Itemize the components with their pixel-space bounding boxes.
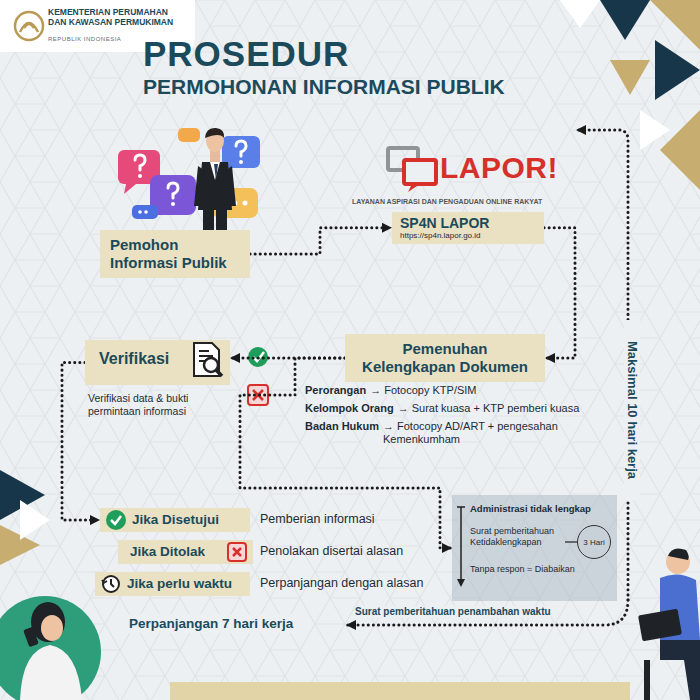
node-text: Pemenuhan Kelengkapan Dokumen [355,340,535,376]
outcome-box: Jika Ditolak [118,540,253,564]
document-requirement: → Fotocopy KTP/SIM [370,384,570,397]
node-text: Jika Ditolak [130,544,219,560]
document-category: Badan Hukum [305,420,379,433]
lapor-logo-bubbles [388,148,436,192]
node-text: SP4N LAPOR [400,215,536,231]
outcome-box: Jika Disetujui [100,508,250,532]
node-text: 3 Hari [583,538,604,547]
lapor-logo-text: LAPOR! [440,150,558,186]
node-text: Surat pemberitahuan Ketidaklengkapan [470,526,565,548]
question-bubbles [118,128,260,219]
document-category: Perorangan [305,384,366,397]
process-box: Pemohon Informasi Publik [100,230,250,278]
node-text: Administrasi tidak lengkap [470,503,609,514]
process-box: Pemenuhan Kelengkapan Dokumen [345,334,545,382]
node-text: Jika perlu waktu [127,576,242,592]
corner-triangles [0,0,700,565]
ministry-emblem [15,12,43,40]
notice-panel: Administrasi tidak lengkapSurat pemberit… [452,495,617,601]
node-icon [101,574,121,598]
lapor-tagline: LAYANAN ASPIRASI DAN PENGADUAN ONLINE RA… [352,198,542,206]
node-text: Pemohon Informasi Publik [110,236,240,272]
node-text: Perpanjangan 7 hari kerja [129,616,293,631]
bottom-band [170,682,630,700]
process-box: Verifikasi [85,340,230,385]
node-icon [106,510,126,534]
arrow-label: Surat pemberitahuan penambahan waktu [355,606,551,618]
dotted-connector [544,228,575,358]
deadline-circle: 3 Hari [577,525,611,559]
node-text: Verifikasi [99,349,180,368]
outcome-box: Jika perlu waktu [95,572,250,596]
node-text: Tanpa respon = Diabaikan [470,564,609,574]
phone-woman-figure [0,596,101,700]
dotted-connector [230,357,345,360]
process-box: SP4N LAPORhttps://sp4n.lapor.go.id [392,212,544,244]
node-text: https://sp4n.lapor.go.id [400,231,536,241]
document-category: Kelompok Orang [305,402,394,415]
extension-arrow [346,600,628,625]
ministry-name: KEMENTERIAN PERUMAHAN DAN KAWASAN PERMUK… [48,8,183,28]
node-text: Jika Disetujui [132,512,242,528]
verification-note: Verifikasi data & bukti permintaan infor… [88,392,228,417]
outcome-text: Perpanjangan dengan alasan [260,576,423,591]
laptop-person-figure [638,548,700,700]
dotted-connector [250,228,392,254]
document-requirement: → Fotocopy AD/ART + pengesahan Kemenkumh… [383,420,583,446]
node-icon [227,542,247,566]
page-subtitle: PERMOHONAN INFORMASI PUBLIK [143,74,505,99]
extension-text-box: Perpanjangan 7 hari kerja [125,614,297,633]
outcome-text: Penolakan disertai alasan [260,544,403,559]
applicant-figure [194,128,236,244]
outcome-text: Pemberian informasi [260,512,375,527]
dotted-connector [62,363,100,521]
country-name: REPUBLIK INDONESIA [48,36,121,43]
time-limit-bracket [576,130,628,600]
page-title: PROSEDUR [143,36,349,71]
node-icon [190,341,226,383]
time-limit-label: Maksimal 10 hari kerja [624,320,640,500]
document-requirement: → Surat kuasa + KTP pemberi kuasa [398,402,618,415]
